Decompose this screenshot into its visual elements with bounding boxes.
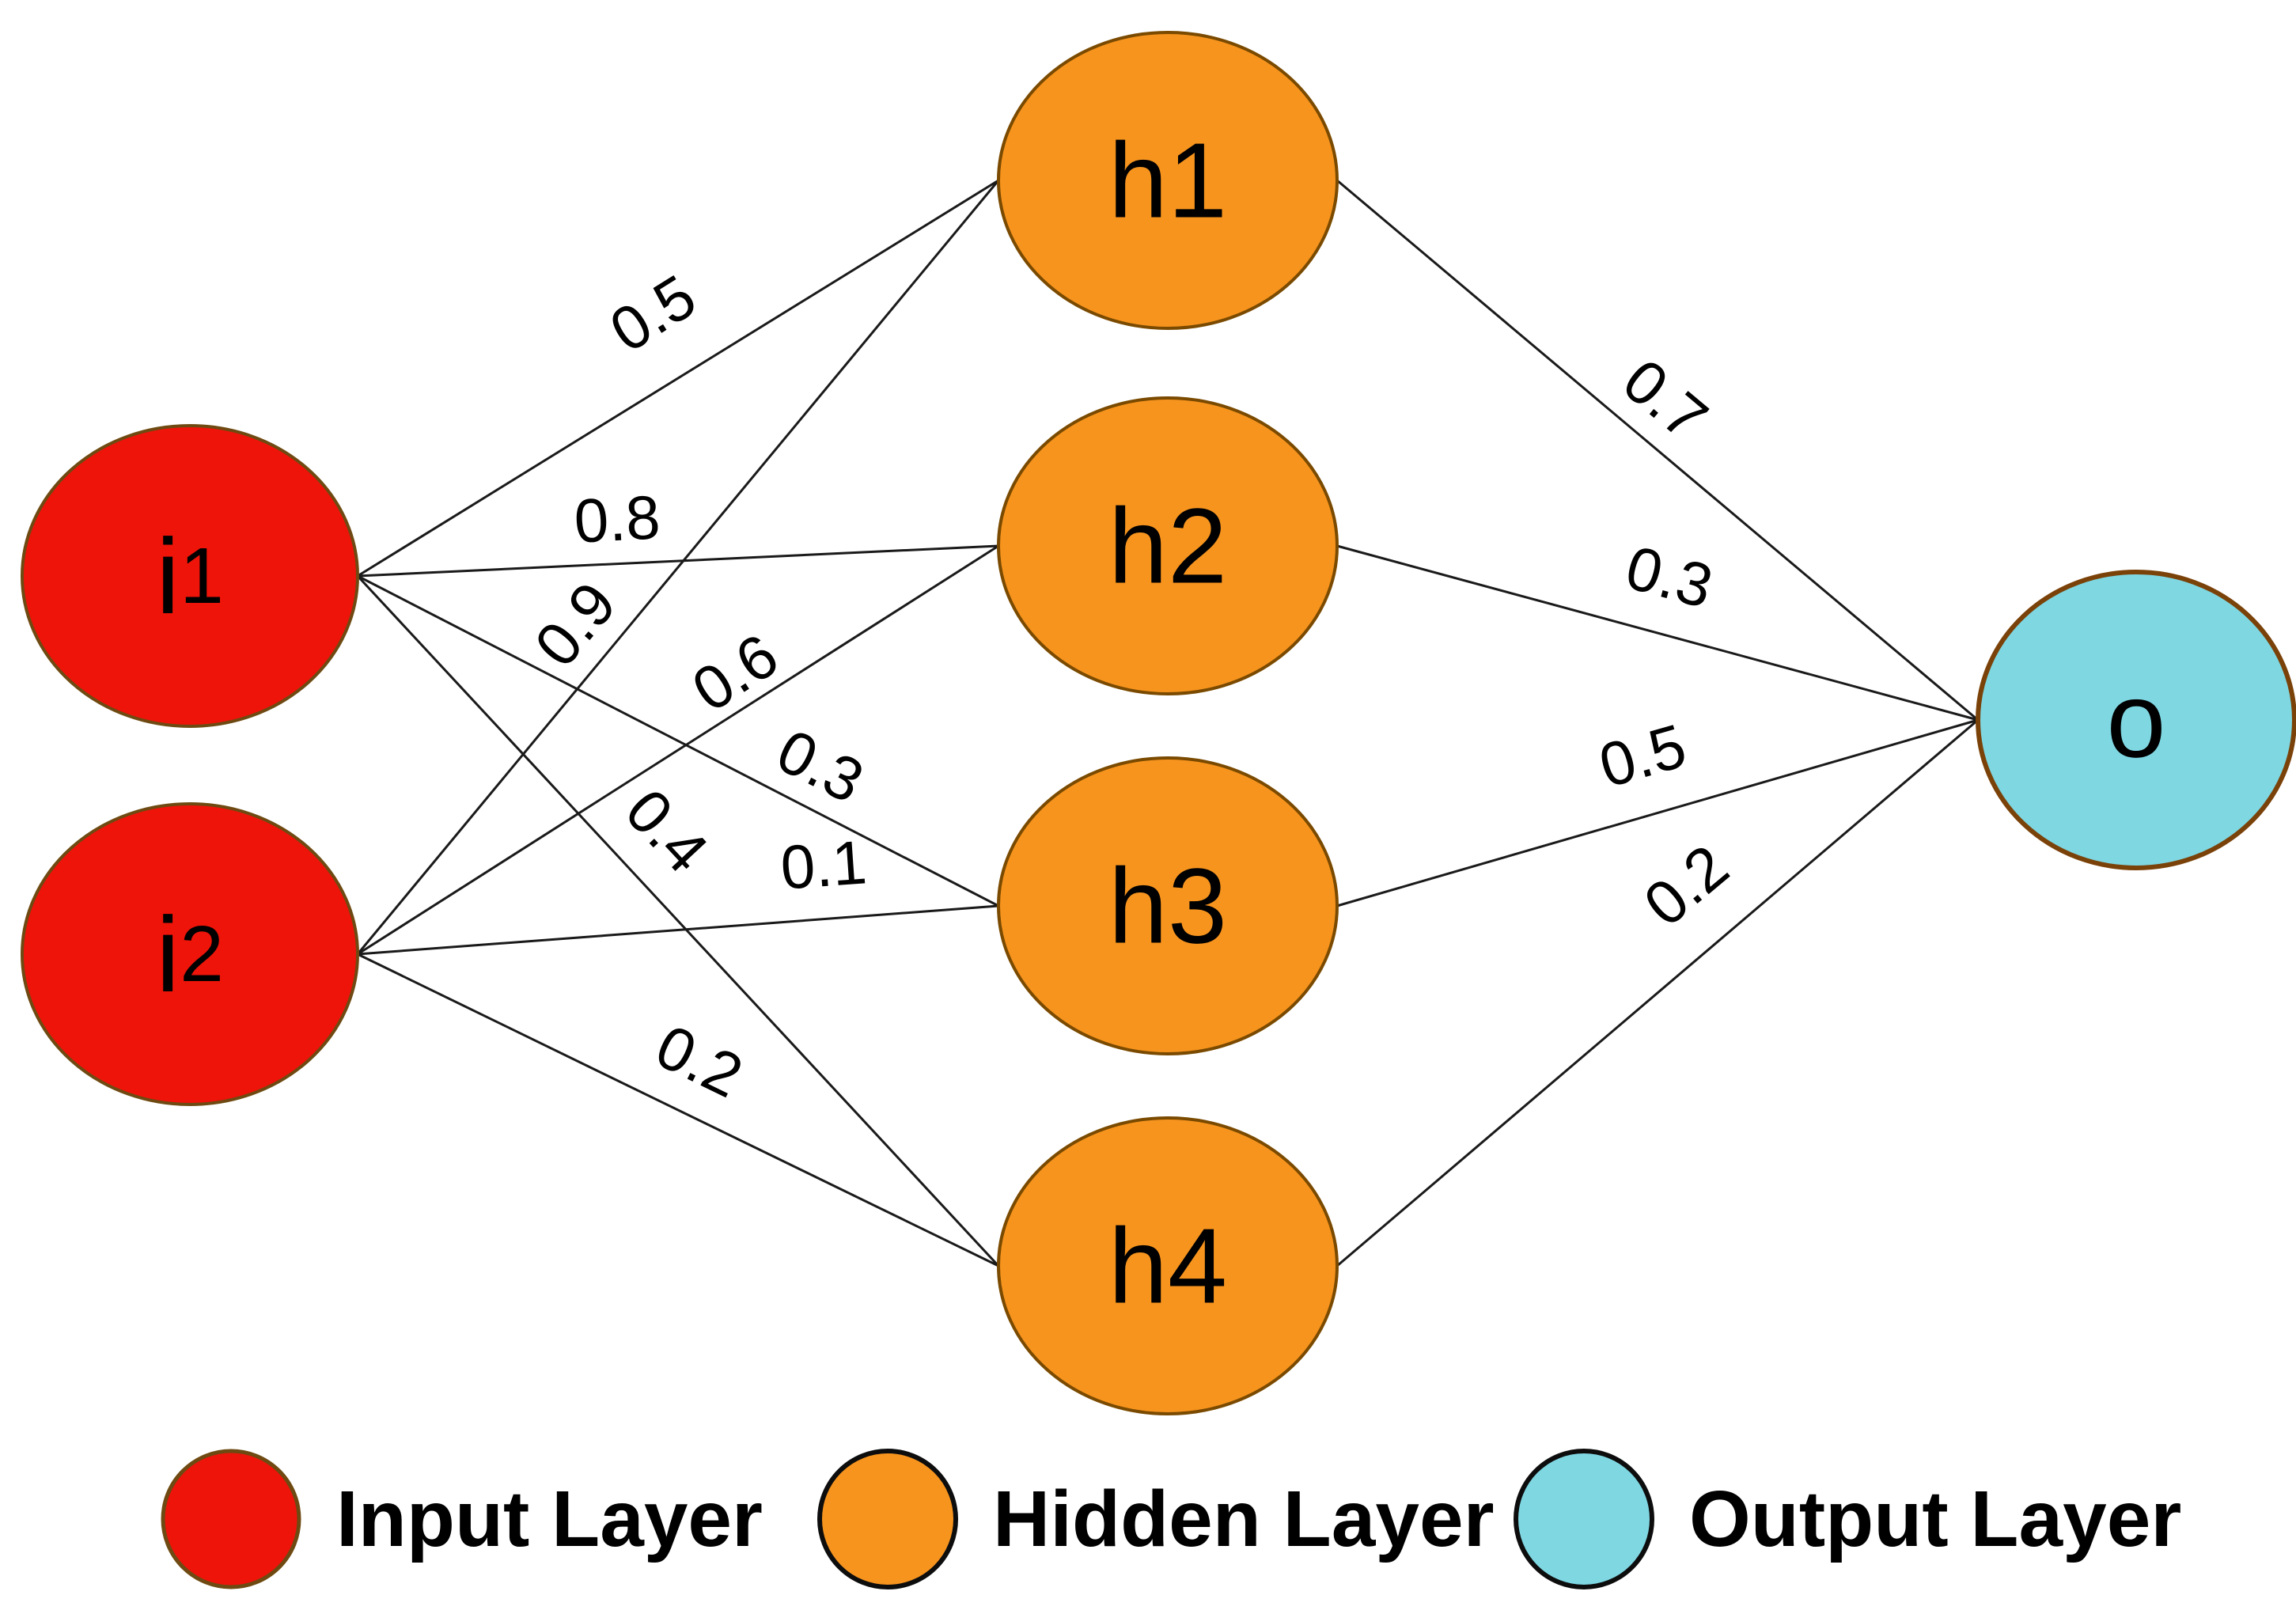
edge-h2-o xyxy=(1336,544,1979,722)
edge-i2-h1 xyxy=(356,180,1000,955)
node-i1-label: i1 xyxy=(156,517,224,636)
node-h1: h1 xyxy=(997,31,1339,330)
legend-hidden-swatch xyxy=(817,1449,958,1589)
node-h2: h2 xyxy=(997,396,1339,695)
legend-output-swatch xyxy=(1514,1449,1654,1589)
weight-label-i1-h2: 0.8 xyxy=(573,482,662,556)
node-h3-ellipse xyxy=(997,756,1339,1055)
edge-i1-h1 xyxy=(357,179,999,578)
edge-i2-h4 xyxy=(357,953,999,1267)
node-o: o xyxy=(1976,570,2296,870)
node-h2-ellipse xyxy=(997,396,1339,695)
node-i2-ellipse xyxy=(21,802,359,1106)
edge-i1-h3 xyxy=(357,574,999,907)
node-o-ellipse xyxy=(1976,570,2296,870)
edge-h4-o xyxy=(1336,718,1979,1267)
node-i1: i1 xyxy=(21,424,359,728)
legend-output-label: Output Layer xyxy=(1689,1475,2181,1563)
node-h4-ellipse xyxy=(997,1116,1339,1415)
edge-i2-h2 xyxy=(357,544,999,956)
node-h3: h3 xyxy=(997,756,1339,1055)
node-i2: i2 xyxy=(21,802,359,1106)
legend-input-label: Input Layer xyxy=(336,1475,763,1563)
node-h1-ellipse xyxy=(997,31,1339,330)
legend-input-swatch xyxy=(161,1449,301,1589)
legend-hidden-label: Hidden Layer xyxy=(993,1475,1495,1563)
weight-label-i2-h3: 0.1 xyxy=(779,827,869,902)
edge-h1-o xyxy=(1336,179,1979,722)
edge-h3-o xyxy=(1336,718,1979,907)
node-i2-label: i2 xyxy=(156,895,224,1014)
node-h1-label: h1 xyxy=(1108,121,1227,241)
edge-i2-h3 xyxy=(357,904,999,956)
node-o-label: o xyxy=(2106,661,2165,780)
legend: Input Layer Hidden Layer Output Layer xyxy=(161,1449,2181,1589)
node-i1-ellipse xyxy=(21,424,359,728)
node-h4-label: h4 xyxy=(1108,1207,1227,1326)
node-h3-label: h3 xyxy=(1108,847,1227,966)
node-h4: h4 xyxy=(997,1116,1339,1415)
edge-i1-h4 xyxy=(356,574,1000,1267)
edge-i1-h2 xyxy=(357,544,999,578)
node-h2-label: h2 xyxy=(1108,487,1227,606)
